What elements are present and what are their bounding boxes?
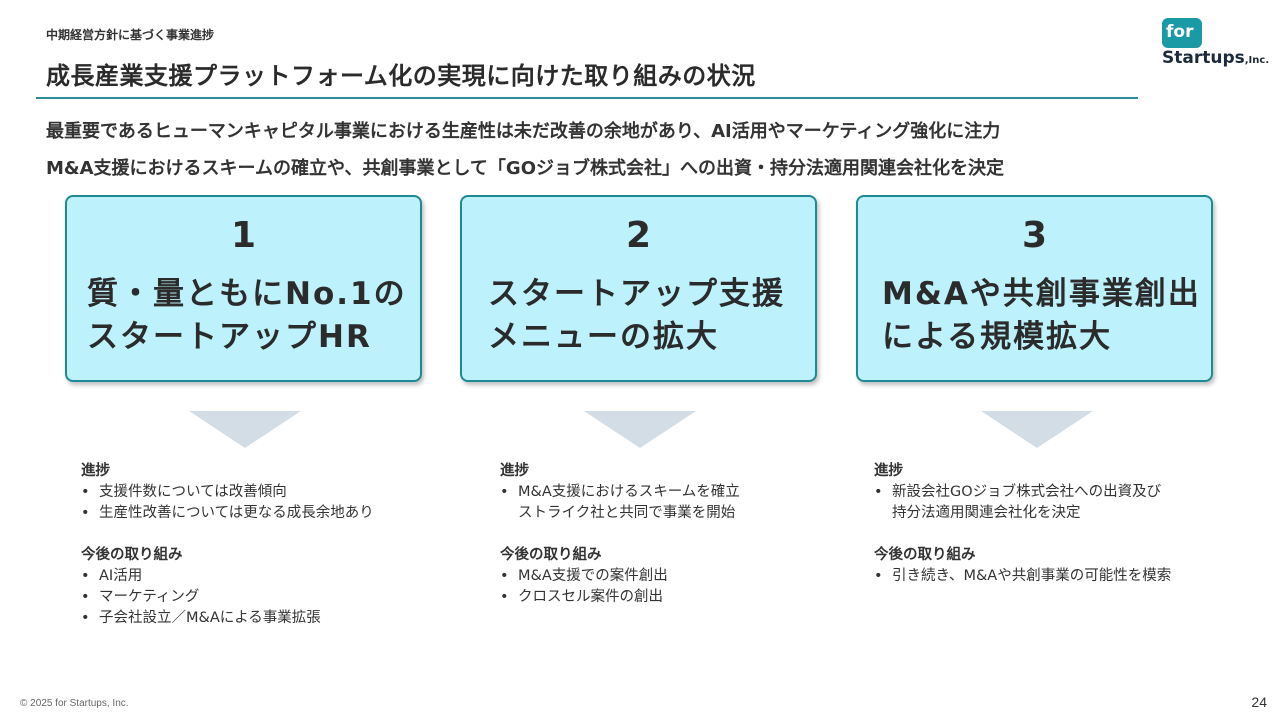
progress-list: M&A支援におけるスキームを確立 ストライク社と共同で事業を開始 [500, 482, 740, 524]
card-number: 2 [625, 215, 652, 256]
progress-heading: 進捗 [81, 463, 110, 479]
logo-for-text: for [1166, 22, 1194, 42]
progress-list: 支援件数については改善傾向 生産性改善については更なる成長余地あり [81, 482, 374, 524]
card-number: 3 [1021, 215, 1048, 256]
card-title: 質・量ともにNo.1の スタートアップHR [87, 276, 407, 355]
down-arrow-3 [981, 411, 1093, 448]
future-heading: 今後の取り組み [874, 547, 976, 563]
list-item: マーケティング [81, 587, 374, 608]
down-arrow-2 [584, 411, 696, 448]
list-item: クロスセル案件の創出 [500, 587, 740, 608]
future-heading: 今後の取り組み [500, 547, 602, 563]
list-item: 新設会社GOジョブ株式会社への出資及び 持分法適用関連会社化を決定 [874, 482, 1171, 524]
future-list: M&A支援での案件創出 クロスセル案件の創出 [500, 566, 740, 608]
list-item: 子会社設立／M&Aによる事業拡張 [81, 608, 374, 629]
initiative-detail-1: 進捗 支援件数については改善傾向 生産性改善については更なる成長余地あり 今後の… [81, 461, 374, 629]
title-divider [36, 97, 1138, 99]
initiative-card-2: 2 スタートアップ支援 メニューの拡大 [460, 195, 817, 382]
breadcrumb: 中期経営方針に基づく事業進捗 [46, 28, 215, 42]
future-heading: 今後の取り組み [81, 547, 183, 563]
card-title: M&Aや共創事業創出 による規模拡大 [882, 276, 1201, 355]
future-list: AI活用 マーケティング 子会社設立／M&Aによる事業拡張 [81, 566, 374, 629]
down-arrow-1 [189, 411, 301, 448]
initiative-card-3: 3 M&Aや共創事業創出 による規模拡大 [856, 195, 1213, 382]
list-item: 支援件数については改善傾向 [81, 482, 374, 503]
list-item: 生産性改善については更なる成長余地あり [81, 503, 374, 524]
initiative-card-1: 1 質・量ともにNo.1の スタートアップHR [65, 195, 422, 382]
card-number: 1 [230, 215, 257, 256]
logo-wordmark: Startups,Inc. [1162, 48, 1269, 68]
progress-list: 新設会社GOジョブ株式会社への出資及び 持分法適用関連会社化を決定 [874, 482, 1171, 524]
logo-inc-text: ,Inc. [1244, 55, 1270, 66]
page-number: 24 [1251, 694, 1267, 710]
initiative-detail-2: 進捗 M&A支援におけるスキームを確立 ストライク社と共同で事業を開始 今後の取… [500, 461, 740, 608]
future-list: 引き続き、M&Aや共創事業の可能性を模索 [874, 566, 1171, 587]
progress-heading: 進捗 [874, 463, 903, 479]
summary-line-2: M&A支援におけるスキームの確立や、共創事業として「GOジョブ株式会社」への出資… [46, 158, 1004, 179]
list-item: M&A支援におけるスキームを確立 ストライク社と共同で事業を開始 [500, 482, 740, 524]
initiative-detail-3: 進捗 新設会社GOジョブ株式会社への出資及び 持分法適用関連会社化を決定 今後の… [874, 461, 1171, 587]
progress-heading: 進捗 [500, 463, 529, 479]
list-item: AI活用 [81, 566, 374, 587]
logo-startups-text: Startups [1162, 48, 1245, 68]
logo-badge: for [1162, 18, 1202, 48]
card-title: スタートアップ支援 メニューの拡大 [488, 276, 785, 355]
list-item: M&A支援での案件創出 [500, 566, 740, 587]
copyright: © 2025 for Startups, Inc. [20, 698, 129, 709]
page-title: 成長産業支援プラットフォーム化の実現に向けた取り組みの状況 [46, 62, 756, 90]
list-item: 引き続き、M&Aや共創事業の可能性を模索 [874, 566, 1171, 587]
company-logo: for Startups,Inc. [1162, 18, 1272, 74]
summary-line-1: 最重要であるヒューマンキャピタル事業における生産性は未だ改善の余地があり、AI活… [46, 121, 1001, 142]
